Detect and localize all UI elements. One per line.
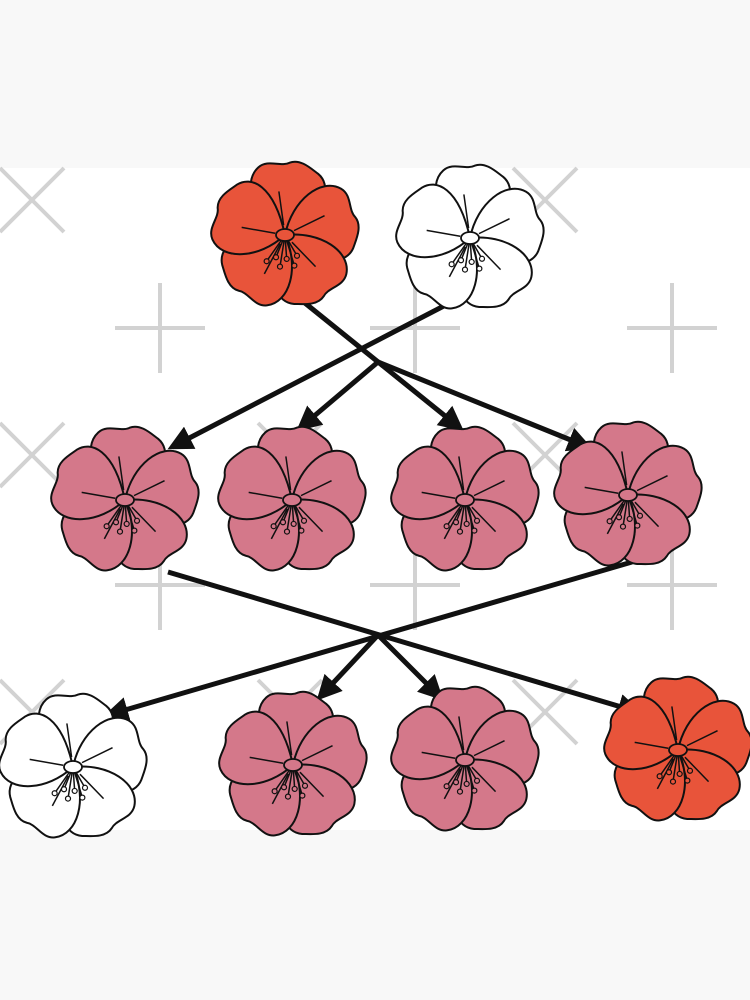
- watermark-cross: [0, 166, 66, 234]
- arrow: [103, 559, 633, 722]
- arrow: [376, 633, 444, 701]
- flower-pink: [50, 425, 200, 572]
- flower-pink: [390, 425, 540, 572]
- watermark-cross: [627, 283, 717, 373]
- arrow: [316, 633, 380, 701]
- arrow: [296, 360, 380, 432]
- watermark-cross: [627, 540, 717, 630]
- flower-red: [603, 675, 750, 822]
- flower-white: [395, 163, 545, 310]
- flower-red: [210, 160, 360, 307]
- watermark-cross: [370, 283, 460, 373]
- arrow-layer: [103, 292, 643, 722]
- flower-white: [0, 692, 148, 839]
- arrow: [167, 292, 467, 450]
- arrow: [377, 359, 593, 452]
- flower-layer: [0, 160, 750, 839]
- flower-pink: [553, 420, 703, 567]
- flower-pink: [390, 685, 540, 832]
- flower-pink: [217, 425, 367, 572]
- watermark-cross: [0, 421, 66, 489]
- watermark-cross: [115, 283, 205, 373]
- arrow: [167, 569, 643, 719]
- flower-pink: [218, 690, 368, 837]
